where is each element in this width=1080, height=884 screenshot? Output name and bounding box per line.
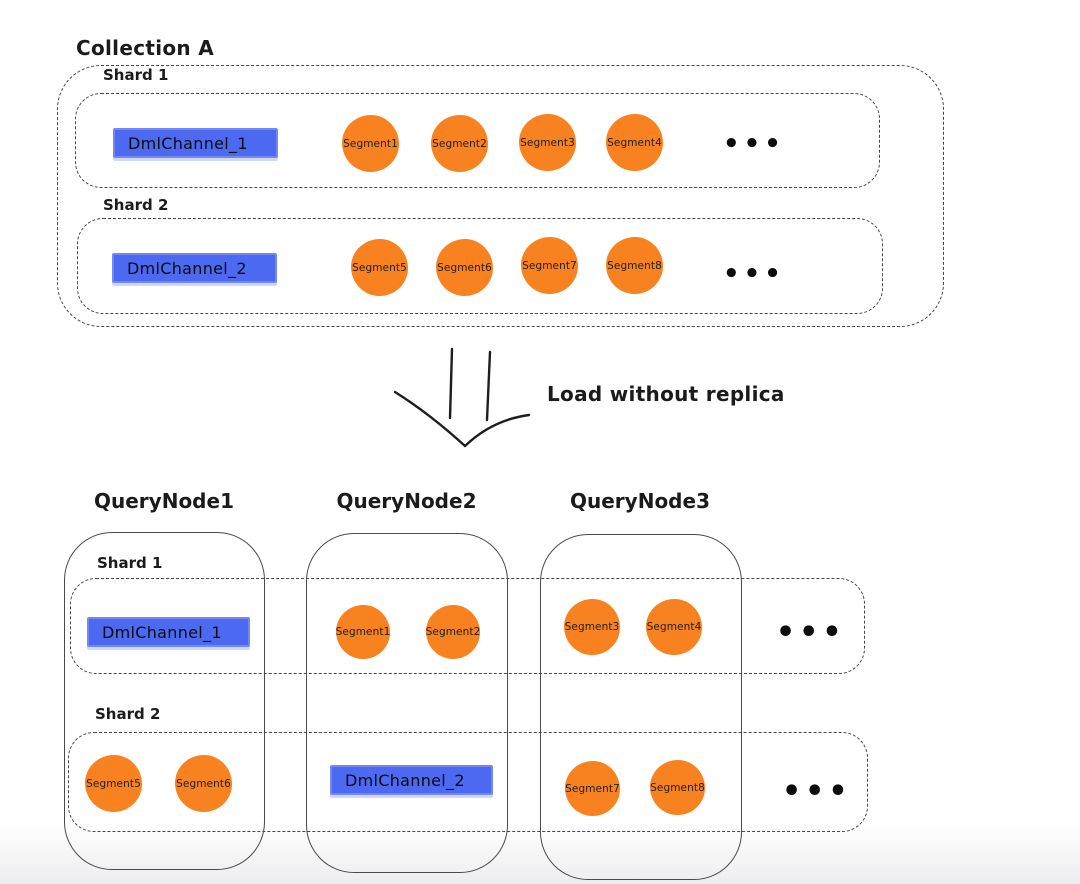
querynode2-label: QueryNode2 <box>336 489 477 513</box>
loaded-segment-6: Segment6 <box>175 755 232 812</box>
collection-box <box>57 65 944 327</box>
top-shard1-label: Shard 1 <box>103 66 169 84</box>
loaded-dml-channel-2: DmlChannel_2 <box>330 765 493 795</box>
dml-channel-1: DmlChannel_1 <box>113 128 278 158</box>
top-shard2-label: Shard 2 <box>103 196 169 214</box>
segment-7: Segment7 <box>521 237 578 294</box>
arrow-label: Load without replica <box>547 382 785 406</box>
loaded-segment-8: Segment8 <box>650 760 705 815</box>
down-arrow-icon <box>393 347 531 448</box>
loaded-segment-3: Segment3 <box>564 599 620 655</box>
querynode2-box <box>306 533 508 873</box>
bottom-shard2-row <box>68 732 868 832</box>
segment-3: Segment3 <box>519 114 576 171</box>
segment-6: Segment6 <box>436 239 493 296</box>
querynode1-label: QueryNode1 <box>94 489 234 513</box>
segment-5: Segment5 <box>351 239 408 296</box>
bottom-shard1-label: Shard 1 <box>97 554 163 572</box>
loaded-segment-4: Segment4 <box>646 599 702 655</box>
top-shard2-box <box>77 218 883 314</box>
top-shard1-box <box>75 93 880 188</box>
bottom-shard1-row <box>70 578 865 674</box>
loaded-dml-channel-1: DmlChannel_1 <box>87 617 250 647</box>
bottom-shard1-ellipsis: ••• <box>776 615 846 650</box>
loaded-segment-5: Segment5 <box>85 755 142 812</box>
segment-4: Segment4 <box>606 114 663 171</box>
collection-title: Collection A <box>76 36 214 60</box>
loaded-segment-2: Segment2 <box>426 605 480 659</box>
querynode1-box <box>64 532 265 870</box>
top-shard1-ellipsis: ••• <box>723 129 785 159</box>
segment-8: Segment8 <box>606 237 663 294</box>
dml-channel-2: DmlChannel_2 <box>112 253 277 283</box>
bottom-shard2-ellipsis: ••• <box>782 774 852 809</box>
segment-2: Segment2 <box>431 115 488 172</box>
top-shard2-ellipsis: ••• <box>723 259 785 289</box>
segment-1: Segment1 <box>342 115 399 172</box>
bottom-shard2-label: Shard 2 <box>95 705 161 723</box>
loaded-segment-7: Segment7 <box>565 761 620 816</box>
querynode3-box <box>540 534 742 880</box>
loaded-segment-1: Segment1 <box>336 605 390 659</box>
querynode3-label: QueryNode3 <box>570 489 710 513</box>
